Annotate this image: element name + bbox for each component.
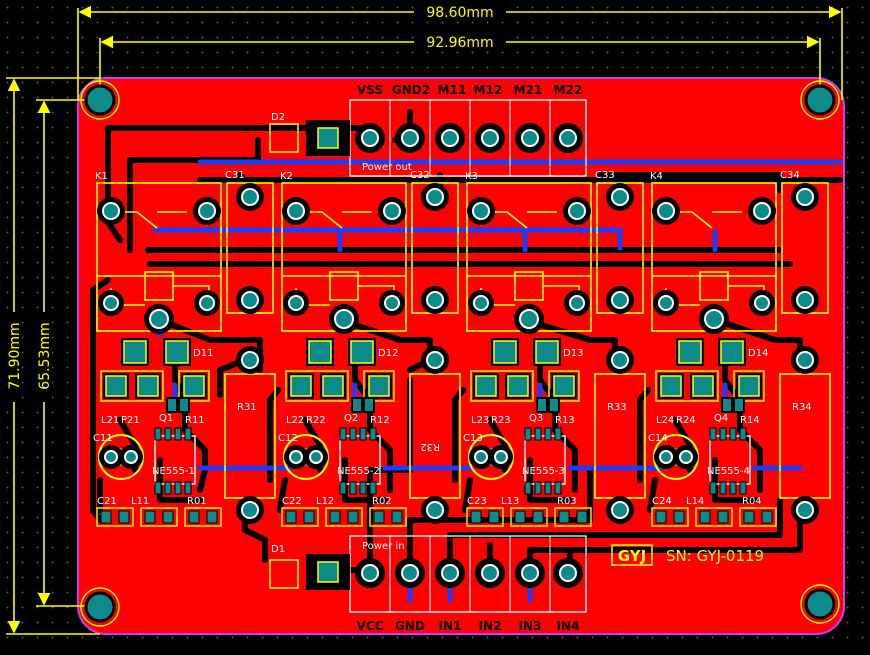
- ic-label: NE555-3: [522, 466, 565, 477]
- inductor-b-label: L13: [501, 496, 519, 507]
- transistor-label: Q4: [714, 413, 728, 424]
- logo-text: GYJ: [618, 547, 646, 565]
- svg-text:IN2: IN2: [479, 619, 502, 633]
- diode-label: D14: [748, 348, 768, 359]
- inductor-b-label: L11: [131, 496, 149, 507]
- cap-label: C32: [410, 170, 430, 181]
- serial-number: SN: GYJ-0119: [666, 547, 764, 565]
- res-a-label: R23: [491, 415, 511, 426]
- diode-d1-label: D1: [271, 544, 285, 555]
- cap-label: C33: [595, 170, 615, 181]
- res-b-label: R14: [740, 415, 760, 426]
- res-c-label: R03: [557, 496, 577, 507]
- svg-text:M21: M21: [514, 83, 543, 97]
- elec-cap-label: C13: [463, 433, 483, 444]
- svg-text:VCC: VCC: [357, 619, 384, 633]
- res-big-label: R32: [420, 441, 440, 452]
- res-big-label: R33: [607, 402, 627, 413]
- svg-text:IN3: IN3: [519, 619, 542, 633]
- diode-d2: [269, 120, 350, 156]
- cap-small-label: C22: [282, 496, 302, 507]
- cap-label: C34: [780, 170, 800, 181]
- svg-text:M22: M22: [554, 83, 583, 97]
- ic-label: NE555-2: [337, 466, 380, 477]
- relay-label: K4: [650, 171, 663, 182]
- transistor-label: Q2: [344, 413, 358, 424]
- cap-small-label: C21: [97, 496, 117, 507]
- transistor-label: Q1: [159, 413, 173, 424]
- diode-label: D11: [193, 348, 213, 359]
- svg-text:GND2: GND2: [392, 83, 430, 97]
- bottom-traces: [152, 159, 843, 603]
- dim-outer-width: 98.60mm: [426, 5, 493, 21]
- top-connector-pins: VSS GND2 M11 M12 M21 M22: [357, 83, 582, 97]
- res-a-label: P21: [121, 415, 140, 426]
- top-connector-pads: [355, 123, 583, 153]
- res-big-label: R31: [237, 402, 257, 413]
- bottom-connector-label: Power in: [362, 541, 405, 552]
- inductor-b-label: L14: [686, 496, 704, 507]
- svg-text:VSS: VSS: [357, 83, 383, 97]
- res-c-label: R02: [372, 496, 392, 507]
- svg-text:GND: GND: [395, 619, 425, 633]
- svg-text:IN1: IN1: [439, 619, 462, 633]
- mounting-holes: [80, 80, 840, 627]
- bottom-connector-pins: VCC GND IN1 IN2 IN3 IN4: [357, 619, 580, 633]
- res-a-label: R24: [676, 415, 696, 426]
- res-b-label: R11: [185, 415, 205, 426]
- cap-label: C31: [225, 170, 245, 181]
- relay-label: K3: [465, 171, 478, 182]
- res-b-label: R12: [370, 415, 390, 426]
- relay-label: K1: [95, 171, 108, 182]
- svg-text:IN4: IN4: [557, 619, 580, 633]
- cap-small-label: C23: [467, 496, 487, 507]
- diode-label: D13: [563, 348, 583, 359]
- diode-label: D12: [378, 348, 398, 359]
- logo-frame: [611, 544, 653, 566]
- res-c-label: R01: [187, 496, 207, 507]
- diode-d1: [269, 554, 350, 590]
- relay-label: K2: [280, 171, 293, 182]
- res-big-label: R34: [792, 402, 812, 413]
- svg-text:M12: M12: [474, 83, 503, 97]
- ic-label: NE555-1: [152, 466, 195, 477]
- ic-label: NE555-4: [707, 466, 750, 477]
- inductor-b-label: L12: [316, 496, 334, 507]
- elec-cap-label: C14: [648, 433, 668, 444]
- cap-small-label: C24: [652, 496, 672, 507]
- res-b-label: R13: [555, 415, 575, 426]
- inductor-a-label: L23: [471, 415, 489, 426]
- diode-d2-label: D2: [271, 112, 285, 123]
- elec-cap-label: C12: [278, 433, 298, 444]
- dim-outer-height: 71.90mm: [7, 322, 23, 389]
- dim-inner-width: 92.96mm: [426, 35, 493, 51]
- inductor-a-label: L24: [656, 415, 674, 426]
- inductor-a-label: L22: [286, 415, 304, 426]
- inductor-a-label: L21: [101, 415, 119, 426]
- top-connector-label: Power out: [362, 162, 412, 173]
- svg-text:M11: M11: [438, 83, 467, 97]
- transistor-label: Q3: [529, 413, 543, 424]
- elec-cap-label: C11: [93, 433, 113, 444]
- dim-inner-height: 65.53mm: [37, 322, 53, 389]
- bottom-connector-pads: [355, 558, 583, 588]
- res-a-label: R22: [306, 415, 326, 426]
- res-c-label: R04: [742, 496, 762, 507]
